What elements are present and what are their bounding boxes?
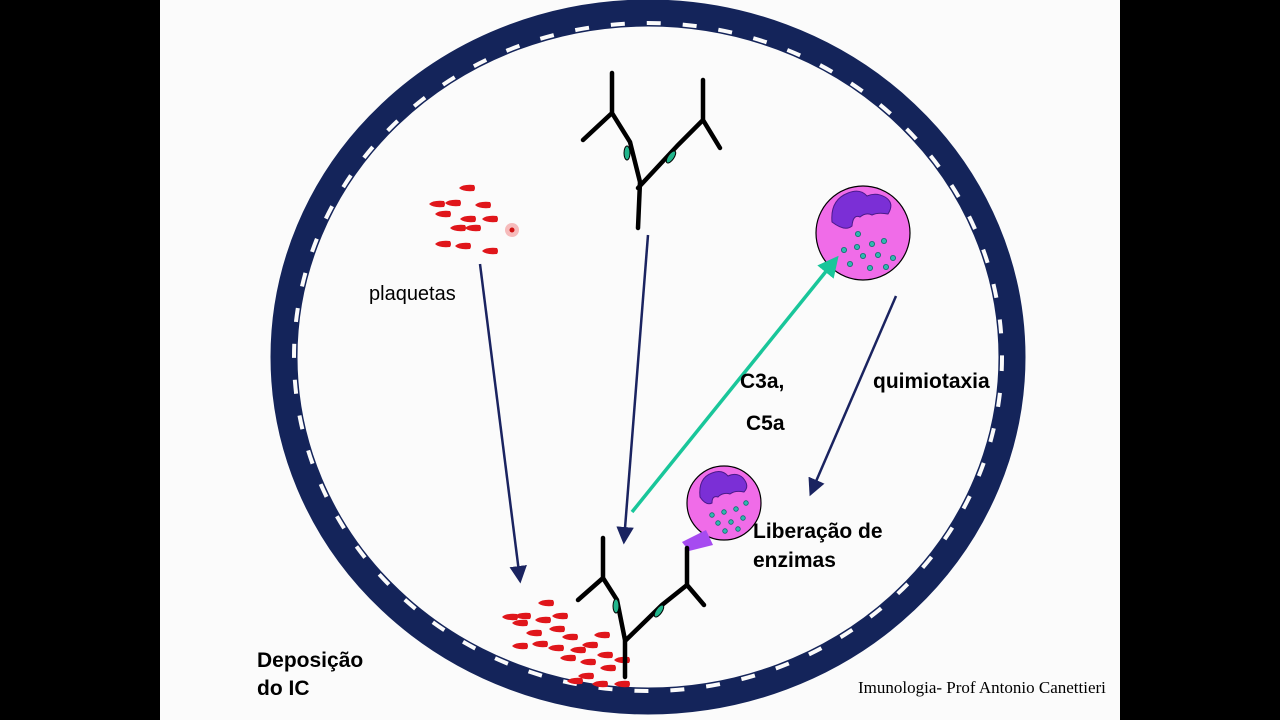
vessel-wall	[270, 0, 1026, 715]
enzyme-release-icon	[682, 530, 713, 551]
arrow-plaquetas	[478, 263, 527, 584]
label-liberacao-line2: enzimas	[753, 549, 836, 572]
cursor-dot	[505, 223, 519, 237]
immune-complex-icon-top	[580, 70, 723, 231]
arrow-antibody	[616, 234, 650, 545]
label-deposicao-line1: Deposição	[257, 649, 364, 672]
platelet-cluster-top	[429, 184, 498, 255]
arrow-quimiotaxia	[808, 295, 898, 497]
neutrophil-icon-top	[815, 185, 911, 281]
slide: plaquetas C3a, C5a quimiotaxia Liberação…	[160, 0, 1120, 720]
neutrophil-icon-bottom	[686, 465, 762, 541]
label-c5a: C5a	[746, 412, 785, 435]
label-c3a: C3a,	[740, 370, 785, 393]
label-deposicao-line2: do IC	[257, 677, 310, 700]
arrow-c3a-c5a	[630, 255, 839, 514]
diagram-canvas	[270, 0, 1026, 715]
label-quimiotaxia: quimiotaxia	[873, 370, 990, 393]
label-liberacao-line1: Liberação de	[753, 520, 883, 543]
slide-credit: Imunologia- Prof Antonio Canettieri	[858, 678, 1106, 697]
vessel-wall-texture	[292, 21, 1004, 693]
immune-complex-icon-bottom	[575, 535, 707, 680]
label-plaquetas: plaquetas	[369, 283, 456, 305]
